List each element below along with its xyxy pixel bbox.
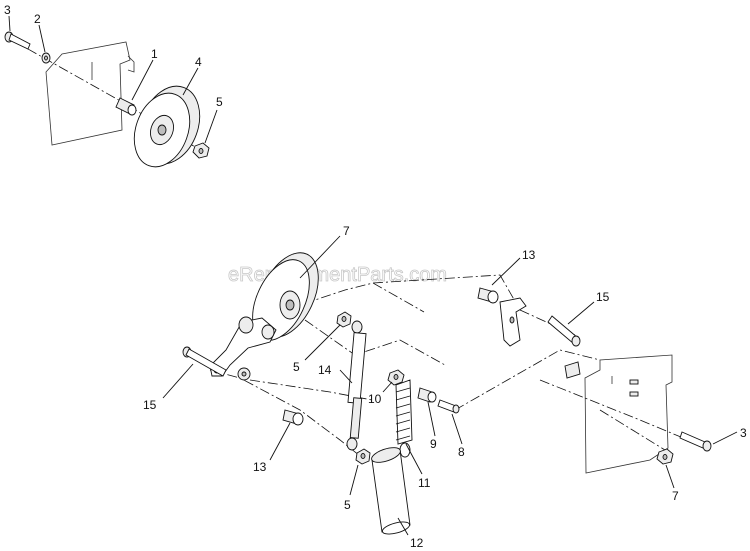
bottom-plate-slot-1 (629, 379, 639, 385)
callout-7-low: 7 (672, 489, 679, 503)
top-idler-pulley (133, 85, 201, 168)
callout-3-top: 3 (4, 3, 11, 17)
top-centerline-1 (11, 39, 125, 104)
bottom-assembly: 7 13 15 5 14 10 15 9 8 3 13 5 11 7 12 (143, 224, 747, 550)
leader-10 (382, 381, 393, 393)
top-spacer (115, 97, 137, 116)
leader-12 (397, 517, 409, 536)
callout-15-left: 15 (143, 398, 157, 412)
callout-9: 9 (430, 437, 437, 451)
leader-15-right (567, 301, 595, 325)
callout-8: 8 (458, 445, 465, 459)
bottom-plate-tab (564, 361, 581, 379)
callout-13-low: 13 (253, 460, 267, 474)
watermark-text: eReplacementParts.com (228, 264, 447, 286)
leader-7-mid (299, 235, 341, 279)
callout-11: 11 (418, 476, 431, 490)
bracket-link-hole (509, 316, 515, 324)
arm-spacer (237, 367, 251, 381)
callout-5-mid: 5 (293, 360, 300, 374)
leader-11 (405, 443, 423, 475)
nut-lower (355, 448, 371, 465)
bolt-left (182, 346, 227, 377)
callout-7-mid: 7 (343, 224, 350, 238)
callout-5-low: 5 (344, 498, 351, 512)
idler-arm-boss (238, 316, 254, 334)
leader-5-top (204, 109, 218, 144)
callout-13-mid: 13 (522, 248, 536, 262)
bottom-mounting-plate (584, 354, 673, 474)
sleeve-cover (371, 447, 411, 535)
top-mounting-plate (45, 41, 131, 146)
spacer-lower (282, 409, 304, 426)
leader-1-top (131, 59, 154, 101)
top-nut (192, 142, 210, 159)
idler-arm-pivot (261, 324, 275, 340)
callout-15-right: 15 (596, 290, 610, 304)
centerline-c (304, 319, 446, 366)
centerline-f (454, 349, 601, 411)
spacer-upper (477, 287, 499, 304)
leader-2-top (38, 24, 46, 53)
callout-3-right: 3 (740, 426, 747, 440)
callout-5-top: 5 (216, 95, 223, 109)
leader-13-low (269, 422, 291, 461)
pin-right (547, 315, 581, 347)
extension-spring (395, 379, 413, 458)
top-plate-tab (127, 55, 135, 73)
leader-3-top (8, 15, 11, 32)
leader-5-low (349, 464, 359, 496)
callout-12: 12 (410, 536, 424, 550)
gas-strut (346, 320, 367, 451)
callout-4-top: 4 (195, 55, 202, 69)
callout-10: 10 (368, 392, 382, 406)
centerline-g (539, 379, 701, 446)
leader-7-low (665, 464, 675, 489)
leader-5-mid (304, 324, 341, 361)
callout-2-top: 2 (34, 12, 41, 26)
small-pin (437, 399, 460, 414)
top-bolt (4, 31, 31, 50)
bushing (417, 387, 437, 403)
centerline-h (599, 409, 666, 451)
nut-upper (336, 311, 352, 328)
top-assembly: 3 2 1 4 5 (4, 3, 223, 168)
leader-9 (427, 401, 436, 437)
callout-1-top: 1 (151, 47, 158, 61)
leader-4-top (182, 67, 199, 96)
leader-8 (451, 413, 463, 445)
leader-3-right (712, 431, 738, 445)
leader-13-mid (491, 257, 521, 286)
nut-small (387, 369, 405, 386)
nut-right (656, 448, 674, 465)
top-washer (41, 52, 51, 64)
centerline-b (372, 274, 521, 311)
leader-15-left (162, 363, 194, 399)
leader-14 (339, 369, 353, 384)
bottom-plate-slot-2 (629, 391, 639, 397)
bottom-idler-pulley (252, 252, 319, 341)
callout-14: 14 (318, 363, 332, 377)
bolt-right (679, 431, 712, 452)
